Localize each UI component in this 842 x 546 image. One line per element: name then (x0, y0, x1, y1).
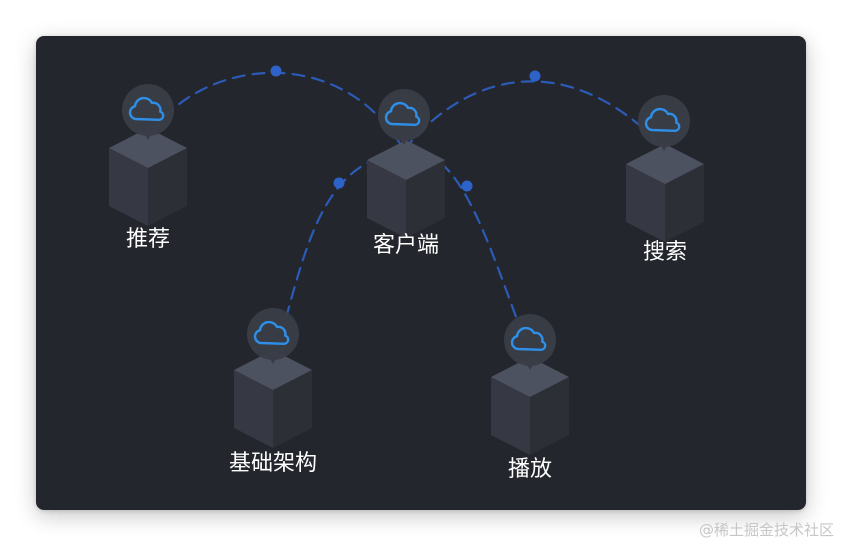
cube-top-face (109, 128, 187, 168)
node-label-search: 搜索 (643, 240, 687, 265)
cube-left-face (234, 370, 273, 448)
node-label-client: 客户端 (373, 233, 439, 258)
cube-right-face (530, 377, 569, 455)
node-label-playback: 播放 (508, 457, 552, 482)
cube-left-face (367, 160, 406, 238)
server-cube (234, 350, 312, 448)
node-infra: 基础架构 (229, 308, 317, 476)
link-dot (461, 180, 473, 192)
link-client-search (402, 70, 666, 152)
node-recommend: 推荐 (109, 84, 187, 252)
cube-top-face (234, 350, 312, 390)
link-dot (333, 177, 345, 189)
cube-right-face (406, 160, 445, 238)
watermark: @稀土掘金技术社区 (698, 521, 834, 539)
node-playback: 播放 (491, 314, 569, 482)
server-cube (626, 144, 704, 242)
cloud-icon (247, 308, 299, 364)
node-label-infra: 基础架构 (229, 451, 317, 476)
cube-left-face (626, 164, 665, 242)
link-path (150, 71, 406, 152)
node-client: 客户端 (367, 89, 445, 258)
cube-right-face (273, 370, 312, 448)
cloud-icon (378, 89, 430, 145)
server-cube (367, 140, 445, 238)
cube-top-face (626, 144, 704, 184)
cube-top-face (491, 357, 569, 397)
cloud-icon (504, 314, 556, 370)
link-dot (529, 70, 541, 82)
server-cube (109, 128, 187, 226)
cloud-icon (122, 84, 174, 140)
link-path (402, 80, 666, 152)
node-search: 搜索 (626, 95, 704, 265)
link-dot (270, 65, 282, 77)
cube-left-face (109, 148, 148, 226)
cube-right-face (665, 164, 704, 242)
node-label-recommend: 推荐 (126, 227, 170, 252)
cube-left-face (491, 377, 530, 455)
link-recommend-client (150, 65, 406, 152)
cloud-icon (638, 95, 690, 151)
cube-top-face (367, 140, 445, 180)
cube-right-face (148, 148, 187, 226)
server-cube (491, 357, 569, 455)
